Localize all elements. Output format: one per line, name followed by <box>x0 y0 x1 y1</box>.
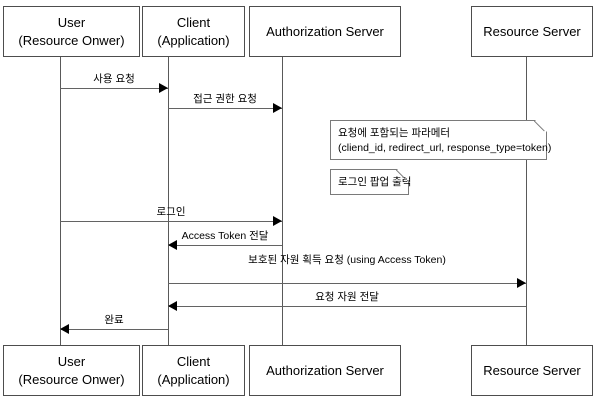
participant-box-resource-bottom[interactable]: Resource Server <box>471 345 593 396</box>
note-login-popup: 로그인 팝업 출력 <box>330 169 412 195</box>
message-label-m7: 완료 <box>104 314 124 326</box>
arrowhead-m1 <box>159 83 168 93</box>
message-label-m4: Access Token 전달 <box>181 230 269 242</box>
message-label-m3: 로그인 <box>156 206 186 218</box>
participant-box-user-bottom[interactable]: User (Resource Onwer) <box>3 345 140 396</box>
message-label-m5-line2: (using Access Token) <box>346 254 446 266</box>
message-label-m1: 사용 요청 <box>93 73 135 85</box>
participant-resource-label-line1: Resource Server <box>483 23 581 39</box>
message-label-m6: 요청 자원 전달 <box>315 291 379 303</box>
participant-box-client-top[interactable]: Client (Application) <box>142 6 245 57</box>
note-request-parameters-line2: (cliend_id, redirect_url, response_type=… <box>338 142 552 155</box>
participant-auth-label-line1: Authorization Server <box>266 23 384 39</box>
participant-client-label-line1: Client <box>176 14 211 30</box>
message-label-m5: 보호된 자원 획득 요청 (using Access Token) <box>168 254 526 267</box>
participant-user-label-line1: User <box>57 14 86 30</box>
arrowhead-m5 <box>517 278 526 288</box>
message-line-m2 <box>168 108 282 109</box>
participant-user-label-bottom-line1: User <box>57 353 86 369</box>
participant-resource-label-bottom-line1: Resource Server <box>483 362 581 378</box>
participant-user-label-bottom-line2: (Resource Onwer) <box>18 371 125 387</box>
arrowhead-m6 <box>168 301 177 311</box>
participant-box-auth-top[interactable]: Authorization Server <box>249 6 401 57</box>
lifeline-auth <box>282 57 283 345</box>
arrowhead-m3 <box>273 216 282 226</box>
message-line-m6 <box>168 306 526 307</box>
participant-client-label-bottom-line2: (Application) <box>157 371 230 387</box>
note-login-popup-line1: 로그인 팝업 출력 <box>338 176 412 188</box>
message-line-m7 <box>60 329 168 330</box>
message-line-m5 <box>168 283 526 284</box>
participant-box-auth-bottom[interactable]: Authorization Server <box>249 345 401 396</box>
message-label-m2: 접근 권한 요청 <box>193 93 257 105</box>
arrowhead-m4 <box>168 240 177 250</box>
lifeline-resource <box>526 57 527 345</box>
note-request-parameters: 요청에 포함되는 파라메터 (cliend_id, redirect_url, … <box>330 120 552 160</box>
message-label-m5-line1: 보호된 자원 획득 요청 <box>248 254 344 266</box>
participant-user-label-line2: (Resource Onwer) <box>18 32 125 48</box>
lifeline-user <box>60 57 61 345</box>
lifeline-client <box>168 57 169 345</box>
arrowhead-m2 <box>273 103 282 113</box>
participant-client-label-line2: (Application) <box>157 32 230 48</box>
participant-client-label-bottom-line1: Client <box>176 353 211 369</box>
note-request-parameters-line1: 요청에 포함되는 파라메터 <box>338 127 451 139</box>
message-line-m4 <box>168 245 282 246</box>
arrowhead-m7 <box>60 324 69 334</box>
participant-box-user-top[interactable]: User (Resource Onwer) <box>3 6 140 57</box>
message-line-m1 <box>60 88 168 89</box>
message-line-m3 <box>60 221 282 222</box>
participant-box-resource-top[interactable]: Resource Server <box>471 6 593 57</box>
participant-box-client-bottom[interactable]: Client (Application) <box>142 345 245 396</box>
participant-auth-label-bottom-line1: Authorization Server <box>266 362 384 378</box>
